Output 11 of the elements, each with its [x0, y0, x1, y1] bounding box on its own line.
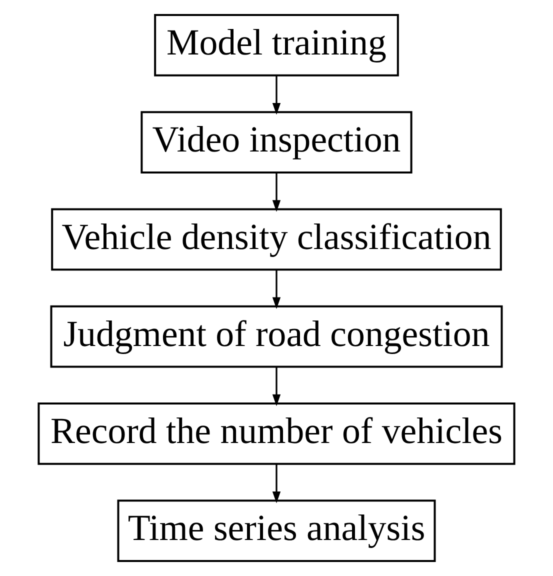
node-box: Judgment of road congestion — [50, 305, 503, 368]
arrow — [272, 270, 281, 309]
node-box: Vehicle density classification — [51, 208, 502, 271]
node-box: Record the number of vehicles — [38, 402, 516, 465]
node-box: Time series analysis — [117, 500, 436, 562]
node-box: Video inspection — [140, 111, 412, 174]
arrow — [272, 366, 281, 406]
arrow — [272, 172, 281, 212]
arrow — [272, 464, 281, 504]
node-box: Model training — [154, 14, 399, 76]
arrow — [272, 76, 281, 115]
